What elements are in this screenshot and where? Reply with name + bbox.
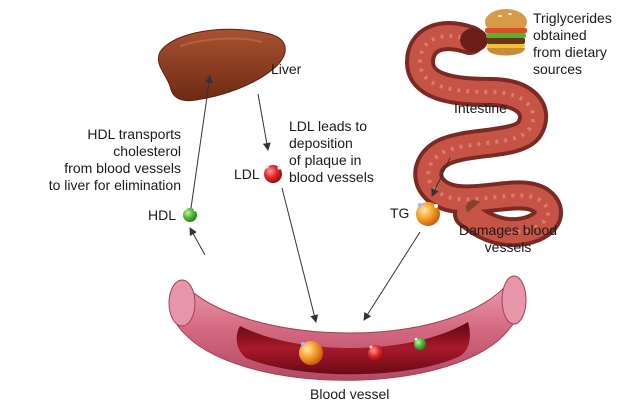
ldl-particle-in-vessel — [368, 345, 384, 361]
ldl-effect-line-2: deposition — [289, 135, 353, 151]
ldl-label: LDL — [234, 166, 260, 182]
hdl-label: HDL — [148, 207, 177, 223]
triglycerides-line-1: Triglycerides — [533, 10, 612, 26]
triglycerides-line-3: from dietary — [533, 44, 607, 60]
tg-effect-label: Damages blood vessels — [452, 222, 564, 256]
hdl-transport-line-2: cholesterol — [113, 143, 181, 159]
ldl-particle-icon — [264, 165, 282, 183]
arrow-hdl-to-liver — [190, 75, 213, 209]
liver-icon — [157, 28, 286, 102]
arrow-ldl-to-vessel — [281, 187, 319, 323]
hdl-particle-icon — [183, 207, 197, 222]
liver-label: Liver — [271, 61, 302, 77]
hdl-transport-line-1: HDL transports — [87, 126, 181, 142]
tg-particle-in-vessel — [299, 341, 323, 365]
intestine-icon — [404, 21, 563, 248]
arrow-liver-to-ldl — [257, 93, 271, 151]
burger-icon — [485, 9, 527, 56]
tg-effect-line-2: vessels — [484, 239, 532, 255]
arrow-intestine-to-tg — [431, 157, 451, 197]
ldl-effect-line-3: of plaque in — [289, 152, 362, 168]
hdl-transport-line-3: from blood vessels — [64, 160, 181, 176]
ldl-effect-line-1: LDL leads to — [289, 118, 368, 134]
arrow-vessel-to-hdl — [189, 227, 206, 256]
arrow-tg-to-vessel — [363, 231, 421, 321]
hdl-particle-in-vessel — [414, 338, 426, 350]
ldl-effect-label: LDL leads to deposition of plaque in blo… — [289, 118, 374, 186]
tg-label: TG — [390, 205, 410, 221]
ldl-effect-line-4: blood vessels — [289, 169, 374, 185]
vessel-particles — [299, 337, 426, 365]
blood-vessel-icon — [168, 275, 527, 381]
tg-particle-icon — [416, 202, 440, 226]
intestine-label: Intestine — [454, 100, 507, 116]
triglycerides-source-label: Triglycerides obtained from dietary sour… — [533, 10, 612, 78]
triglycerides-line-4: sources — [533, 61, 583, 77]
flow-arrows — [189, 75, 451, 323]
blood-vessel-label: Blood vessel — [310, 386, 390, 402]
triglycerides-line-2: obtained — [533, 27, 587, 43]
tg-effect-line-1: Damages blood — [458, 222, 558, 238]
hdl-transport-label: HDL transports cholesterol from blood ve… — [49, 126, 181, 194]
hdl-transport-line-4: to liver for elimination — [48, 177, 181, 193]
